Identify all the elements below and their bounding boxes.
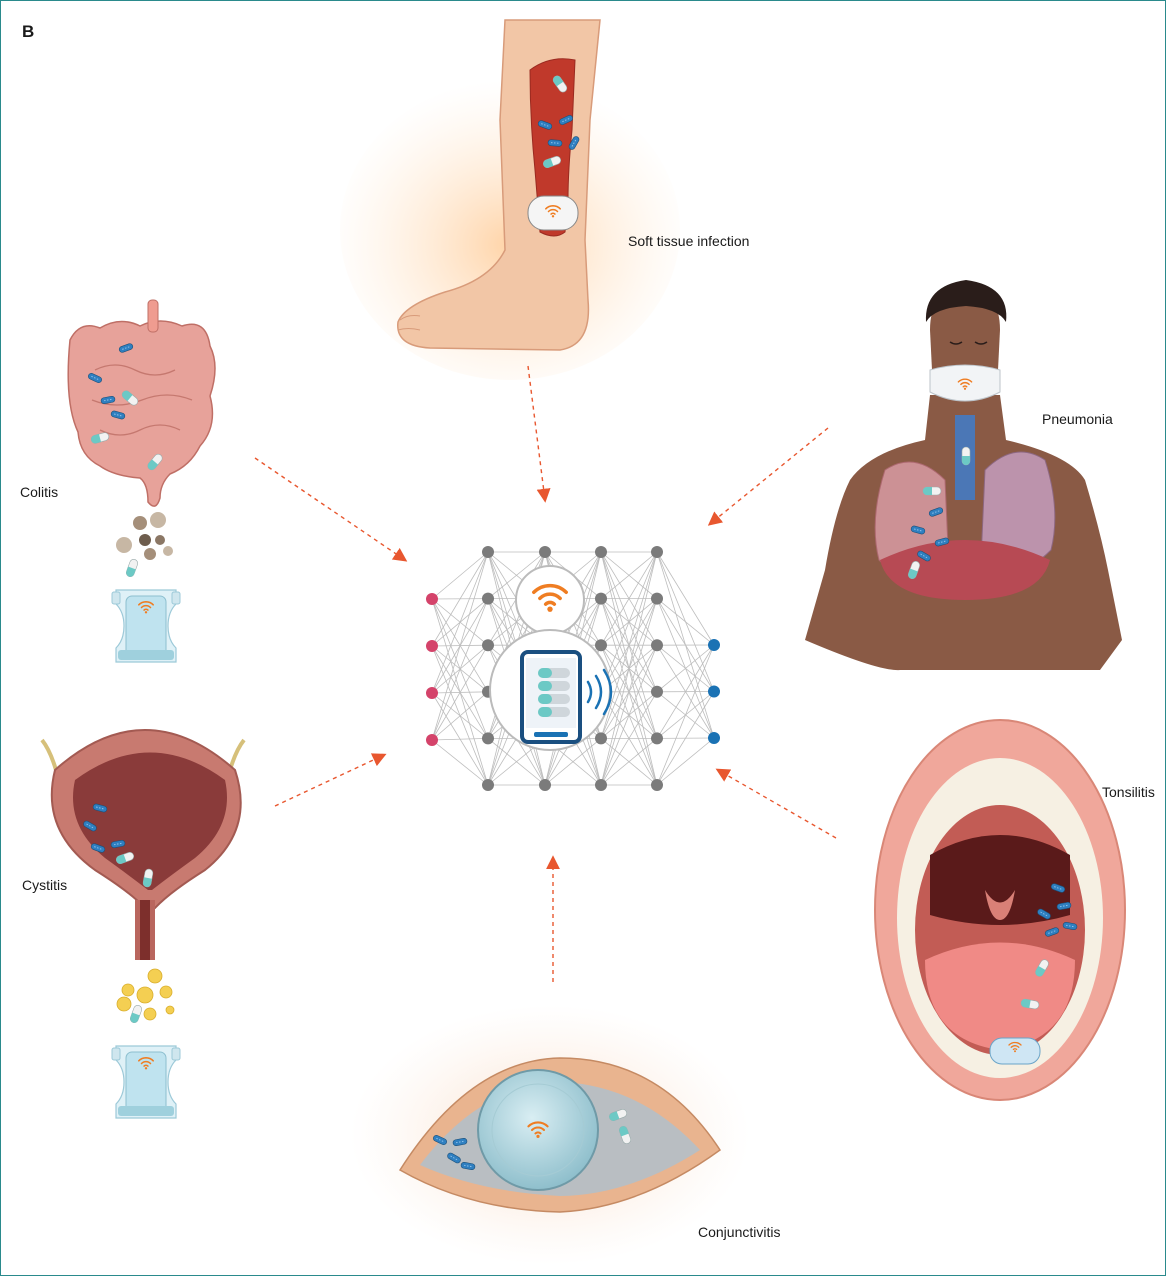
network-edge	[657, 552, 714, 645]
input-node	[426, 593, 438, 605]
network-overlay	[490, 566, 611, 750]
hidden-node	[651, 639, 663, 651]
arrow-colitis	[255, 458, 405, 560]
hidden-node	[651, 546, 663, 558]
network-edge	[432, 552, 488, 693]
input-node	[426, 734, 438, 746]
network-edge	[432, 692, 488, 740]
input-node	[426, 640, 438, 652]
hidden-node	[595, 546, 607, 558]
label-cystitis: Cystitis	[22, 877, 67, 893]
hidden-node	[595, 779, 607, 791]
hidden-node	[539, 546, 551, 558]
hidden-node	[651, 779, 663, 791]
bladder-illustration	[42, 730, 244, 1118]
hidden-node	[595, 639, 607, 651]
network-edge	[432, 552, 488, 599]
hidden-node	[651, 732, 663, 744]
colon-illustration	[68, 300, 215, 662]
arrow-pneumonia	[710, 428, 828, 524]
label-soft-tissue-infection: Soft tissue infection	[628, 233, 749, 249]
network-edge	[657, 738, 714, 785]
network-edge	[657, 645, 714, 785]
network-edge	[657, 599, 714, 645]
label-conjunctivitis: Conjunctivitis	[698, 1224, 780, 1240]
mouth-illustration	[875, 720, 1125, 1100]
arrow-tonsilitis	[718, 770, 836, 838]
label-colitis: Colitis	[20, 484, 58, 500]
hidden-node	[651, 593, 663, 605]
output-node	[708, 732, 720, 744]
hidden-node	[482, 732, 494, 744]
input-node	[426, 687, 438, 699]
torso-illustration	[805, 280, 1122, 670]
label-pneumonia: Pneumonia	[1042, 411, 1113, 427]
network-edge	[432, 740, 488, 785]
hidden-node	[482, 779, 494, 791]
hidden-node	[595, 732, 607, 744]
hidden-node	[539, 779, 551, 791]
eye-illustration	[350, 1005, 750, 1265]
hidden-node	[482, 546, 494, 558]
arrow-cystitis	[275, 755, 384, 806]
hidden-node	[482, 593, 494, 605]
output-node	[708, 639, 720, 651]
hidden-node	[482, 639, 494, 651]
arrow-soft-tissue	[528, 366, 545, 500]
output-node	[708, 686, 720, 698]
hidden-node	[651, 686, 663, 698]
leg-illustration	[340, 20, 680, 380]
hidden-node	[595, 593, 607, 605]
label-tonsilitis: Tonsilitis	[1102, 784, 1155, 800]
